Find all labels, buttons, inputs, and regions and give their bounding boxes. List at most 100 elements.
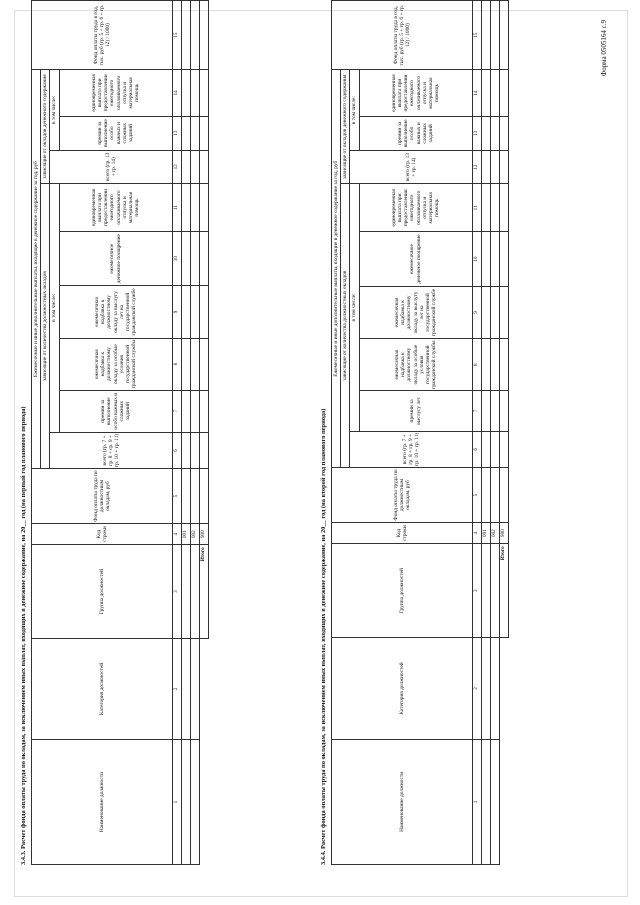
header-annual-fund: Фонд оплаты труда в год, тыс. руб (гр. 5… [31, 0, 173, 70]
cell-input[interactable] [190, 116, 200, 151]
cell-input[interactable] [190, 150, 200, 184]
cell-input[interactable] [190, 432, 200, 469]
cell-input[interactable] [181, 638, 191, 740]
cell-input[interactable] [181, 739, 191, 865]
col-num: 5 [472, 467, 482, 523]
cell-input[interactable] [490, 286, 500, 339]
cell-input[interactable] [490, 431, 500, 468]
cell-input[interactable] [181, 285, 191, 339]
cell-input[interactable] [481, 338, 491, 391]
cell-input[interactable] [481, 116, 491, 151]
cell-input[interactable] [481, 467, 491, 523]
cell-input[interactable] [499, 467, 509, 523]
header-row-code: Код строки [31, 523, 173, 545]
cell-input[interactable] [481, 231, 491, 287]
cell-input[interactable] [481, 431, 491, 468]
cell-input[interactable] [490, 543, 500, 638]
cell-input[interactable] [199, 69, 209, 117]
cell-input[interactable] [481, 390, 491, 432]
cell-input[interactable] [481, 183, 491, 232]
col-num: 11 [172, 183, 182, 232]
cell-input[interactable] [199, 150, 209, 184]
header-row-code: Код строки [331, 522, 473, 544]
header-salary-fund: Фонд оплаты труда по должностным окладам… [331, 467, 473, 523]
header-col-8: ежемесячная надбавка к должностному окла… [59, 338, 173, 391]
cell-input[interactable] [190, 338, 200, 391]
col-num: 6 [472, 431, 482, 468]
cell-input[interactable] [181, 468, 191, 524]
cell-input[interactable] [490, 467, 500, 523]
header-col-9: ежемесячная надбавка к должностному окла… [359, 286, 473, 339]
cell-input[interactable] [481, 637, 491, 740]
cell-input[interactable] [499, 431, 509, 468]
cell-input[interactable] [190, 231, 200, 286]
header-col-13: премии за выполнение особо важных и слож… [359, 116, 473, 151]
cell-input[interactable] [499, 69, 509, 117]
cell-input[interactable] [481, 150, 491, 184]
cell-input[interactable] [481, 286, 491, 339]
cell-input[interactable] [190, 739, 200, 865]
cell-input[interactable] [181, 390, 191, 433]
cell-input[interactable] [199, 390, 209, 433]
cell-input[interactable] [481, 69, 491, 117]
cell-input[interactable] [499, 286, 509, 339]
cell-input[interactable] [190, 0, 200, 70]
cell-input[interactable] [190, 183, 200, 232]
cell-input[interactable] [199, 468, 209, 524]
cell-input[interactable] [490, 739, 500, 865]
cell-input[interactable] [490, 390, 500, 432]
col-num: 9 [472, 286, 482, 339]
cell-input[interactable] [490, 231, 500, 287]
cell-input[interactable] [199, 338, 209, 391]
cell-input[interactable] [481, 543, 491, 638]
cell-input[interactable] [181, 231, 191, 286]
cell-input[interactable] [190, 285, 200, 339]
cell-input[interactable] [199, 0, 209, 70]
cell-input[interactable] [499, 390, 509, 432]
table-row: 002 [190, 0, 200, 865]
cell-input[interactable] [499, 338, 509, 391]
cell-input[interactable] [199, 183, 209, 232]
row-code: 001 [481, 522, 491, 544]
col-num: 2 [472, 637, 482, 740]
cell-input[interactable] [199, 432, 209, 469]
col-num: 1 [472, 739, 482, 865]
cell-input[interactable] [181, 116, 191, 151]
cell-input[interactable] [199, 116, 209, 151]
cell-input[interactable] [499, 116, 509, 151]
cell-input[interactable] [181, 0, 191, 70]
cell-input[interactable] [490, 69, 500, 117]
cell-input[interactable] [190, 69, 200, 117]
cell-input[interactable] [499, 231, 509, 287]
cell-input[interactable] [181, 544, 191, 639]
cell-input[interactable] [490, 0, 500, 70]
cell-input[interactable] [181, 69, 191, 117]
cell-input[interactable] [190, 390, 200, 433]
cell-input[interactable] [190, 544, 200, 639]
col-num: 7 [472, 390, 482, 432]
cell-input[interactable] [490, 637, 500, 740]
cell-input[interactable] [199, 231, 209, 286]
cell-input[interactable] [490, 116, 500, 151]
column-numbers-row: 1 2 3 4 5 6 7 8 9 10 11 12 13 14 15 [172, 0, 182, 865]
cell-input[interactable] [481, 739, 491, 865]
header-category: Категория должностей [331, 637, 473, 740]
cell-input[interactable] [499, 150, 509, 184]
cell-input[interactable] [181, 183, 191, 232]
cell-input[interactable] [481, 0, 491, 70]
cell-input[interactable] [181, 338, 191, 391]
cell-input[interactable] [490, 183, 500, 232]
payroll-table: Наименование должности Категория должнос… [31, 0, 209, 865]
total-label: Итого [199, 544, 209, 639]
header-including-a: в том числе: [49, 183, 60, 433]
cell-input[interactable] [490, 150, 500, 184]
cell-input[interactable] [181, 150, 191, 184]
cell-input[interactable] [499, 0, 509, 70]
header-col-7: премии за выслугу лет [359, 390, 473, 432]
cell-input[interactable] [199, 285, 209, 339]
cell-input[interactable] [190, 638, 200, 740]
cell-input[interactable] [181, 432, 191, 469]
cell-input[interactable] [190, 468, 200, 524]
cell-input[interactable] [499, 183, 509, 232]
cell-input[interactable] [490, 338, 500, 391]
